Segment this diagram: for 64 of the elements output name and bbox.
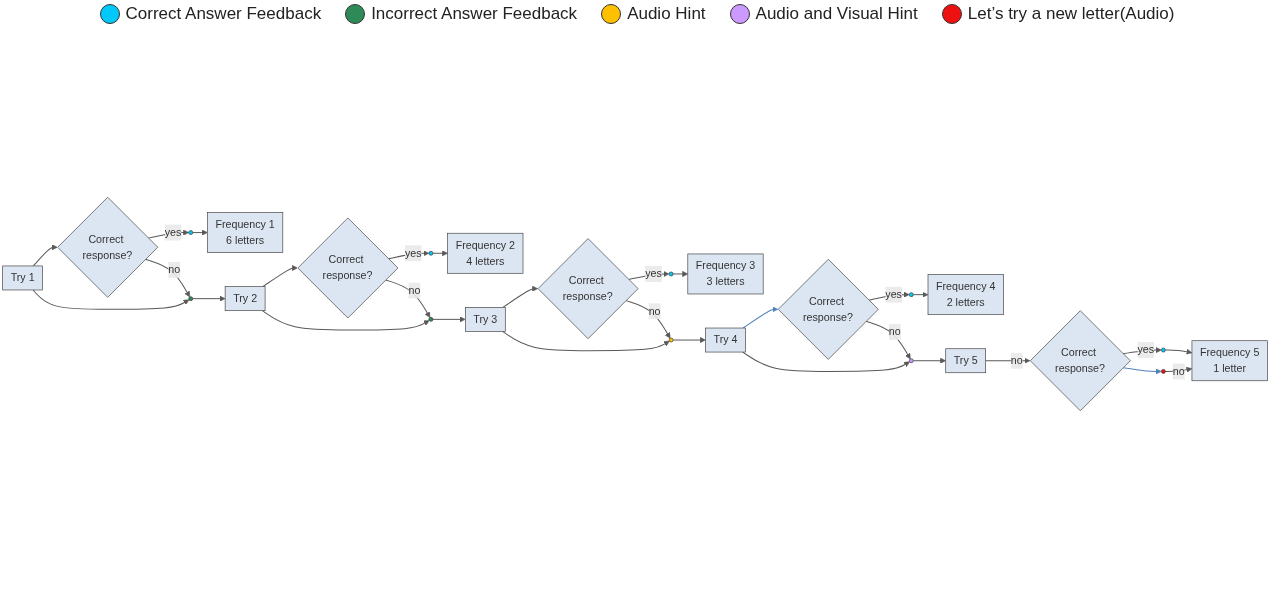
legend-label: Audio Hint — [627, 4, 706, 24]
node-box: Frequency 2 4 letters — [447, 232, 524, 274]
node-circle — [668, 271, 674, 277]
arrow — [385, 279, 431, 318]
arrow — [192, 295, 226, 302]
legend-label: Correct Answer Feedback — [125, 4, 322, 24]
arrow — [32, 289, 190, 310]
node-box: Try 3 — [465, 307, 506, 332]
node-circle — [428, 250, 434, 256]
legend-label: Let’s try a new letter(Audio) — [967, 4, 1175, 24]
legend-label: Audio and Visual Hint — [755, 4, 918, 24]
edge-label: no — [1172, 365, 1185, 377]
node-box: Try 1 — [2, 265, 43, 291]
edge-label: yes — [1137, 344, 1155, 356]
arrow — [262, 265, 298, 288]
node-box: Frequency 5 1 letter — [1191, 340, 1268, 382]
node-circle — [188, 230, 194, 235]
edge-label: no — [408, 284, 421, 296]
arrow — [1164, 366, 1193, 373]
edge-label: no — [1010, 354, 1023, 367]
arrow — [32, 244, 58, 267]
arrow — [192, 229, 208, 236]
node-box: Try 2 — [224, 286, 266, 311]
node-diamond: Correct response? — [1029, 310, 1131, 412]
arrow — [672, 337, 706, 343]
arrow — [912, 357, 946, 364]
legend-label: Incorrect Answer Feedback — [371, 4, 578, 24]
edge-label: yes — [885, 288, 902, 300]
arrow — [1122, 367, 1162, 375]
node-diamond: Correct response? — [297, 217, 399, 319]
arrow — [432, 316, 466, 323]
arrow — [432, 250, 448, 257]
edge-label: yes — [404, 247, 422, 259]
node-box: Frequency 3 3 letters — [687, 253, 764, 295]
node-circle — [1161, 347, 1166, 353]
node-diamond: Correct response? — [777, 258, 879, 360]
node-circle — [908, 292, 914, 297]
arrow — [912, 291, 929, 298]
arrow — [261, 310, 430, 331]
node-circle — [668, 337, 674, 343]
node-circle — [428, 317, 434, 322]
node-circle — [908, 358, 914, 364]
node-diamond: Correct response? — [57, 196, 159, 298]
edge-label: no — [648, 305, 661, 317]
arrow — [625, 300, 671, 339]
arrow — [865, 320, 911, 360]
arrow — [1164, 348, 1193, 355]
arrow — [502, 285, 538, 308]
arrow — [672, 271, 689, 277]
node-circle — [1161, 369, 1166, 374]
node-box: Try 4 — [705, 327, 746, 353]
node-circle — [188, 296, 194, 301]
edge-label: yes — [645, 267, 662, 280]
arrow — [742, 351, 910, 372]
node-box: Try 5 — [945, 348, 986, 374]
edge-label: no — [888, 325, 901, 338]
node-diamond: Correct response? — [537, 238, 639, 340]
arrow — [502, 330, 670, 352]
arrow — [742, 306, 779, 329]
edge-label: yes — [164, 226, 182, 238]
edge-label: no — [168, 263, 181, 276]
arrow — [144, 258, 190, 298]
node-box: Frequency 4 2 letters — [927, 274, 1004, 315]
node-box: Frequency 1 6 letters — [207, 212, 284, 253]
